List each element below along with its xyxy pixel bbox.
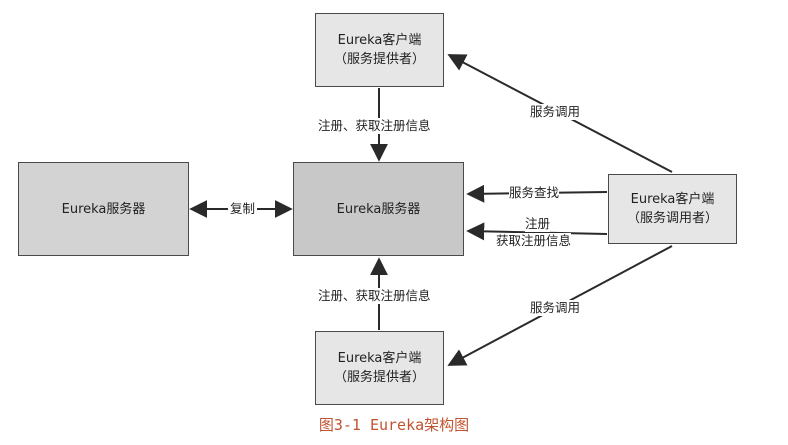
provider-top-box: Eureka客户端 （服务提供者） [315,13,444,87]
figure-caption: 图3-1 Eureka架构图 [318,416,470,434]
arrow-consumer-register [466,222,608,241]
provider-top-role: （服务提供者） [333,52,425,67]
consumer-name: Eureka客户端 [630,192,715,207]
provider-bottom-role: （服务提供者） [333,370,425,385]
lookup-label: 服务查找 [509,185,560,201]
server-center-box: Eureka服务器 [293,162,464,256]
top-register-label: 注册、获取注册信息 [318,118,431,134]
bottom-register-label: 注册、获取注册信息 [318,288,431,304]
consumer-role: （服务调用者） [626,211,718,226]
server-center-label: Eureka服务器 [336,201,421,217]
provider-bottom-box: Eureka客户端 （服务提供者） [315,331,444,405]
call-bottom-label: 服务调用 [530,300,581,316]
provider-bottom-name: Eureka客户端 [337,351,422,366]
server-left-box: Eureka服务器 [18,162,189,256]
server-left-label: Eureka服务器 [61,201,146,217]
consumer-box: Eureka客户端 （服务调用者） [608,174,737,244]
call-top-label: 服务调用 [530,104,581,120]
consumer-register-label-line2: 获取注册信息 [496,233,572,249]
provider-top-name: Eureka客户端 [337,33,422,48]
consumer-register-label-line1: 注册 [525,216,551,232]
replicate-label: 复制 [228,201,258,217]
